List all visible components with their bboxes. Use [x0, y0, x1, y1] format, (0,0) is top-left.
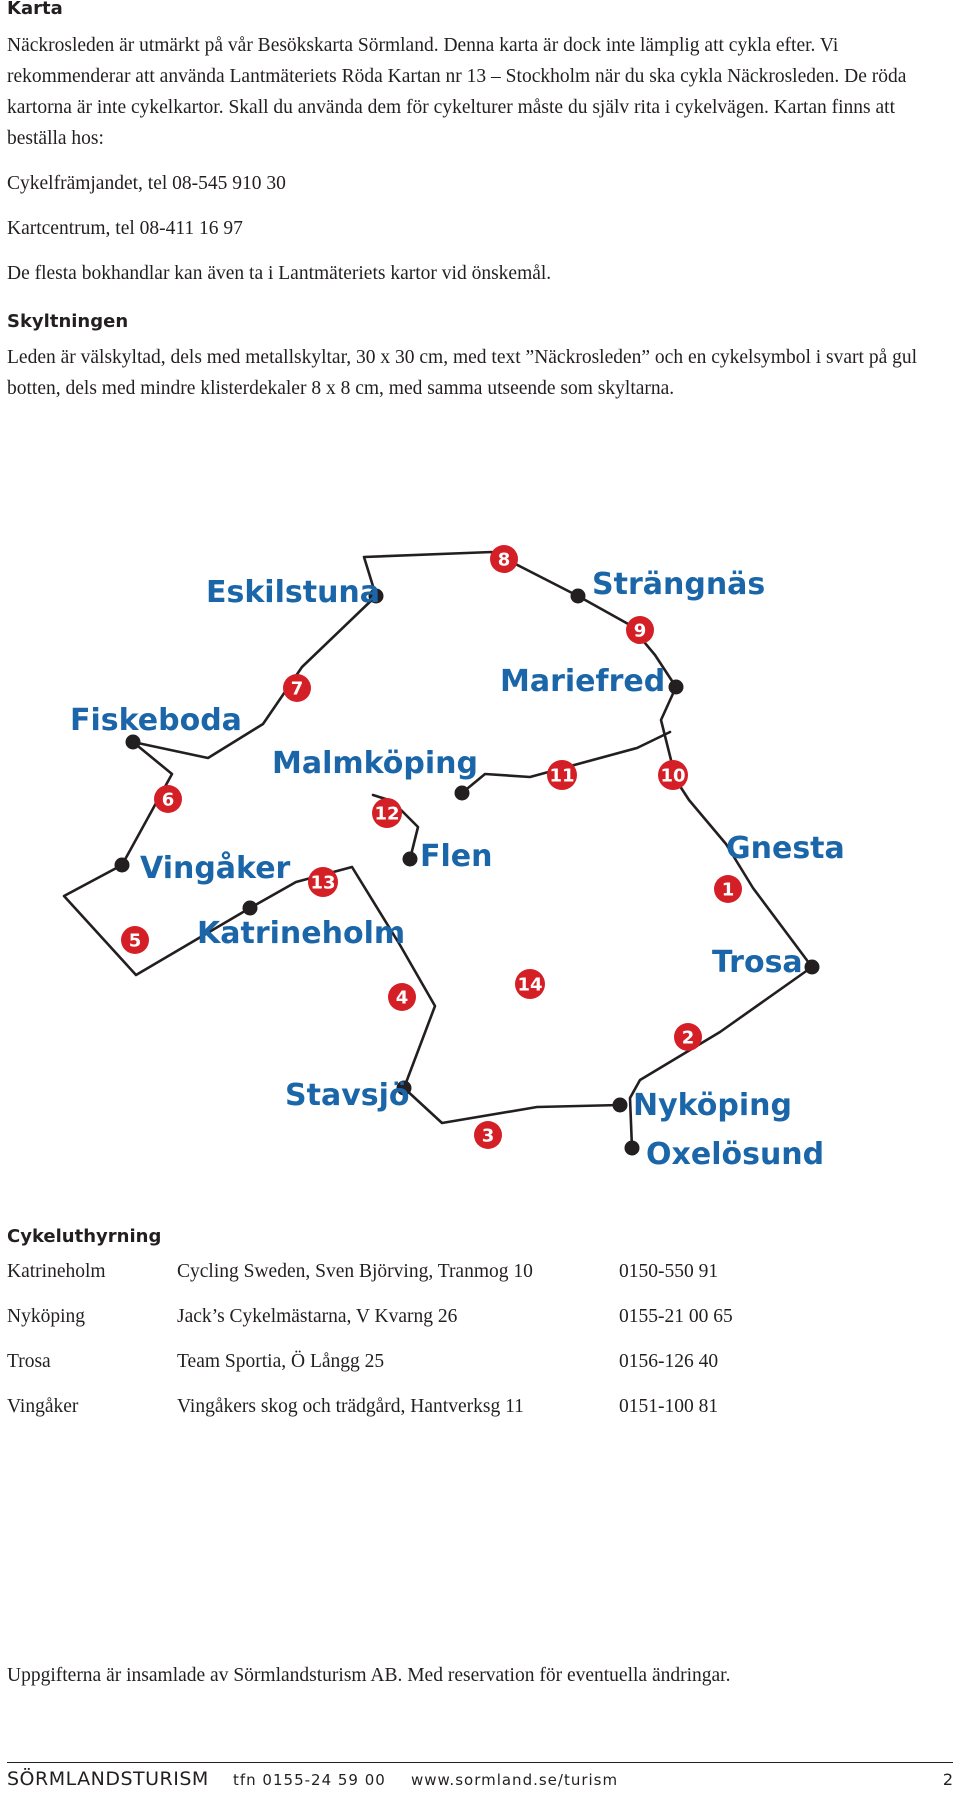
footer-phone: tfn 0155-24 59 00	[233, 1771, 386, 1789]
svg-text:4: 4	[396, 988, 409, 1009]
city-label-oxelosund: Oxelösund	[646, 1137, 824, 1172]
route-middle	[460, 730, 672, 795]
table-row: Katrineholm Cycling Sweden, Sven Björvin…	[7, 1256, 952, 1287]
footer-brand: SÖRMLANDSTURISM	[7, 1768, 209, 1790]
rental-shop: Cycling Sweden, Sven Björving, Tranmog 1…	[177, 1261, 533, 1282]
dot-strangnas	[570, 588, 586, 604]
bookshops-note: De flesta bokhandlar kan även ta i Lantm…	[7, 263, 552, 284]
cykeluthyrning-heading: Cykeluthyrning	[7, 1226, 162, 1247]
dot-vingaker	[114, 857, 130, 873]
svg-text:6: 6	[162, 790, 175, 811]
city-label-malmkoping: Malmköping	[272, 746, 478, 781]
dot-fiskeboda	[125, 734, 141, 750]
rental-town: Katrineholm	[7, 1261, 106, 1282]
svg-text:9: 9	[634, 621, 647, 642]
page-number: 2	[942, 1770, 953, 1789]
dot-oxelosund	[624, 1140, 640, 1156]
svg-text:2: 2	[682, 1028, 695, 1049]
stage-badge-7: 7	[283, 674, 311, 702]
rental-phone: 0151-100 81	[619, 1396, 719, 1417]
dot-mariefred	[668, 679, 684, 695]
skyltningen-heading: Skyltningen	[7, 311, 129, 332]
city-label-flen: Flen	[420, 839, 492, 874]
dot-stavsjo	[396, 1080, 412, 1096]
svg-text:12: 12	[374, 804, 399, 825]
rental-phone: 0150-550 91	[619, 1261, 719, 1282]
stage-badge-12: 12	[372, 798, 402, 828]
karta-heading: Karta	[7, 0, 63, 19]
rental-town: Trosa	[7, 1351, 51, 1372]
rental-town: Nyköping	[7, 1306, 85, 1327]
footer-divider	[7, 1762, 953, 1763]
city-label-strangnas: Strängnäs	[592, 567, 765, 602]
svg-text:1: 1	[722, 880, 735, 901]
contact-kartcentrum: Kartcentrum, tel 08-411 16 97	[7, 218, 243, 239]
city-label-mariefred: Mariefred	[500, 664, 665, 699]
stage-badge-4: 4	[388, 983, 416, 1011]
city-label-fiskeboda: Fiskeboda	[70, 703, 242, 738]
footer-website-link[interactable]: www.sormland.se/turism	[411, 1771, 619, 1789]
route-map: Eskilstuna Strängnäs Mariefred Fiskeboda…	[62, 545, 845, 1172]
svg-text:13: 13	[310, 873, 335, 894]
city-label-gnesta: Gnesta	[726, 831, 845, 866]
svg-text:14: 14	[517, 975, 542, 996]
dot-trosa	[804, 959, 820, 975]
page-footer: SÖRMLANDSTURISM tfn 0155-24 59 00 www.so…	[7, 1768, 953, 1794]
table-row: Vingåker Vingåkers skog och trädgård, Ha…	[7, 1391, 952, 1422]
stage-badge-2: 2	[674, 1023, 702, 1051]
stage-badge-13: 13	[308, 867, 338, 897]
svg-text:5: 5	[129, 931, 142, 952]
route-west	[62, 594, 622, 1125]
dot-malmkoping	[454, 785, 470, 801]
dot-katrineholm	[242, 900, 258, 916]
stage-badge-11: 11	[547, 760, 577, 790]
table-row: Trosa Team Sportia, Ö Långg 25 0156-126 …	[7, 1346, 952, 1377]
rental-phone: 0156-126 40	[619, 1351, 719, 1372]
karta-intro: Näckrosleden är utmärkt på vår Besökskar…	[7, 35, 907, 149]
stage-badge-6: 6	[154, 785, 182, 813]
dot-flen	[402, 851, 418, 867]
stage-badge-3: 3	[474, 1121, 502, 1149]
svg-text:7: 7	[291, 679, 304, 700]
skyltningen-text: Leden är välskyltad, dels med metallskyl…	[7, 347, 918, 399]
city-label-trosa: Trosa	[712, 945, 803, 980]
city-label-stavsjo: Stavsjö	[285, 1078, 410, 1113]
rental-town: Vingåker	[7, 1396, 79, 1417]
stage-badge-14: 14	[515, 969, 545, 999]
city-label-nykoping: Nyköping	[633, 1088, 792, 1123]
table-row: Nyköping Jack’s Cykelmästarna, V Kvarng …	[7, 1301, 952, 1332]
rental-shop: Vingåkers skog och trädgård, Hantverksg …	[177, 1396, 524, 1417]
dot-eskilstuna	[368, 588, 384, 604]
stage-badge-1: 1	[714, 875, 742, 903]
rental-shop: Team Sportia, Ö Långg 25	[177, 1351, 385, 1372]
city-label-eskilstuna: Eskilstuna	[206, 575, 380, 610]
city-label-vingaker: Vingåker	[140, 850, 291, 886]
stage-badge-8: 8	[490, 545, 518, 573]
svg-text:11: 11	[549, 766, 574, 787]
svg-text:10: 10	[660, 766, 685, 787]
stage-badge-5: 5	[121, 926, 149, 954]
rental-phone: 0155-21 00 65	[619, 1306, 733, 1327]
svg-text:3: 3	[482, 1126, 495, 1147]
city-label-katrineholm: Katrineholm	[197, 916, 405, 951]
svg-text:8: 8	[498, 550, 511, 571]
dot-nykoping	[612, 1097, 628, 1113]
route-flen-link	[371, 793, 420, 861]
disclaimer-note: Uppgifterna är insamlade av Sörmlandstur…	[7, 1665, 731, 1686]
stage-badge-10: 10	[658, 760, 688, 790]
contact-cykelframjandet: Cykelfrämjandet, tel 08-545 910 30	[7, 173, 286, 194]
rental-shop: Jack’s Cykelmästarna, V Kvarng 26	[177, 1306, 458, 1327]
stage-badge-9: 9	[626, 616, 654, 644]
